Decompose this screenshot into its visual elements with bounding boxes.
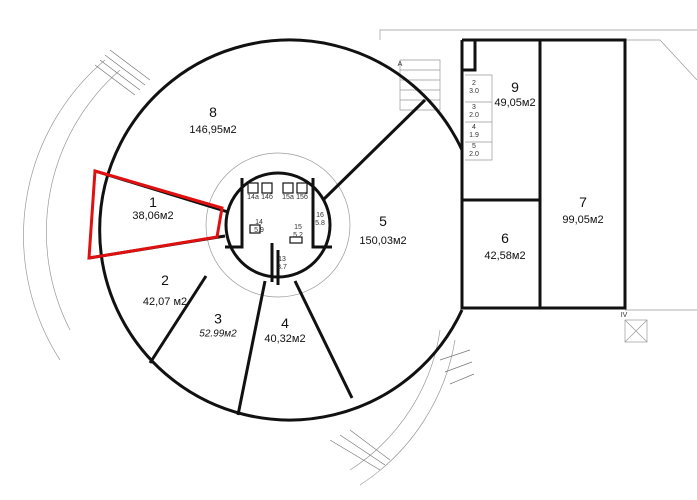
- room-number: 4: [281, 315, 289, 331]
- room-area: 3.7: [277, 264, 287, 271]
- room-number: 2: [472, 80, 476, 87]
- room-area: 2.0: [469, 112, 479, 119]
- room-number: 3: [214, 310, 222, 327]
- room-1-highlight[interactable]: [87, 169, 224, 260]
- room-14b-label: 14б: [261, 194, 273, 201]
- room-area: 99,05м2: [562, 214, 604, 226]
- room-area: 52.99м2: [199, 328, 237, 340]
- room-number: 2: [161, 272, 169, 288]
- room-area: 5.9: [254, 227, 264, 234]
- room-area: 3.0: [469, 88, 479, 95]
- room-area: 40,32м2: [264, 333, 306, 345]
- room-area: 5.8: [315, 220, 325, 227]
- room-9[interactable]: 9 49,05м2: [494, 79, 535, 109]
- room-area: 42,07 м2: [142, 296, 188, 308]
- room-number: 5: [379, 213, 387, 229]
- room-area: 2.0: [469, 151, 479, 158]
- room-number: 6: [501, 230, 509, 246]
- walls: [88, 38, 627, 422]
- room-number: 16: [316, 212, 324, 219]
- room-14a-label: 14а: [247, 194, 259, 201]
- room-number: 7: [579, 194, 587, 210]
- room-number: 13: [278, 256, 286, 263]
- room-5[interactable]: 5 150,03м2: [359, 213, 406, 247]
- room-8[interactable]: 8 146,95м2: [189, 104, 236, 136]
- room-6[interactable]: 6 42,58м2: [484, 230, 525, 262]
- room-area: 150,03м2: [359, 235, 407, 247]
- stair-a-mark: А: [397, 61, 403, 68]
- room-area: 49,05м2: [494, 97, 536, 109]
- room-area: 146,95м2: [189, 124, 237, 136]
- room-area: 38,06м2: [132, 210, 174, 222]
- room-15a-label: 15а: [282, 194, 294, 201]
- room-15b-label: 15б: [296, 194, 308, 201]
- room-area: 42,58м2: [484, 250, 526, 262]
- room-1[interactable]: 1 38,06м2: [132, 194, 173, 222]
- room-4[interactable]: 4 40,32м2: [264, 315, 305, 345]
- room-3[interactable]: 3 52.99м2: [199, 311, 236, 340]
- room-7[interactable]: 7 99,05м2: [562, 194, 603, 226]
- room-number: 9: [511, 79, 519, 95]
- room-2[interactable]: 2 42,07 м2: [143, 272, 187, 308]
- room-area: 1.9: [469, 132, 479, 139]
- room-area: 5.2: [293, 232, 303, 239]
- room-number: 5: [472, 143, 476, 150]
- drafting-lines: [23, 29, 697, 486]
- room-number: 4: [472, 124, 476, 131]
- room-number: 15: [294, 224, 302, 231]
- room-number: 3: [472, 104, 476, 111]
- room-number: 1: [149, 194, 157, 210]
- stairs: [94, 49, 475, 471]
- sanitary-fixtures: [247, 182, 308, 244]
- room-number: 8: [209, 104, 217, 120]
- room-number: 14: [255, 219, 263, 226]
- axis-iv-mark: IV: [620, 312, 628, 319]
